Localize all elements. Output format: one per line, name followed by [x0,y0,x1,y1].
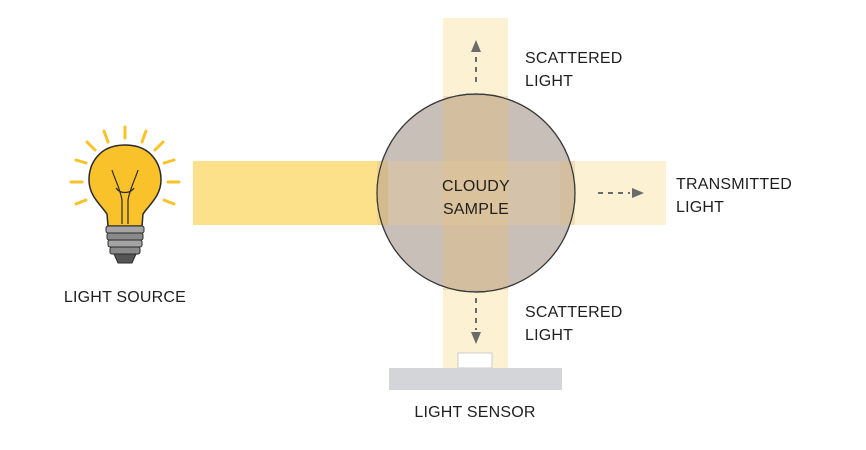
sample-label-line1: CLOUDY [442,178,510,195]
incident-beam [193,161,388,225]
scattered-top-line1: SCATTERED [525,50,623,67]
transmitted-line1: TRANSMITTED [676,176,792,193]
cloudy-sample [376,93,576,293]
transmitted-line2: LIGHT [676,199,725,216]
transmitted-arrow [598,188,644,198]
transmitted-label: TRANSMITTED LIGHT [676,173,792,219]
scattered-bottom-label: SCATTERED LIGHT [525,301,623,347]
light-source-label: LIGHT SOURCE [63,289,187,306]
light-bulb-icon [69,125,181,264]
light-sensor-icon [389,352,562,390]
scattered-top-label: SCATTERED LIGHT [525,47,623,93]
light-sensor-label: LIGHT SENSOR [414,404,536,421]
sample-label-line2: SAMPLE [442,201,510,218]
scattered-down-arrow [471,298,481,344]
sample-label: CLOUDY SAMPLE [426,175,526,221]
scattered-bottom-line1: SCATTERED [525,304,623,321]
scattered-top-line2: LIGHT [525,73,574,90]
scattered-up-arrow [471,40,481,82]
scattered-bottom-line2: LIGHT [525,327,574,344]
